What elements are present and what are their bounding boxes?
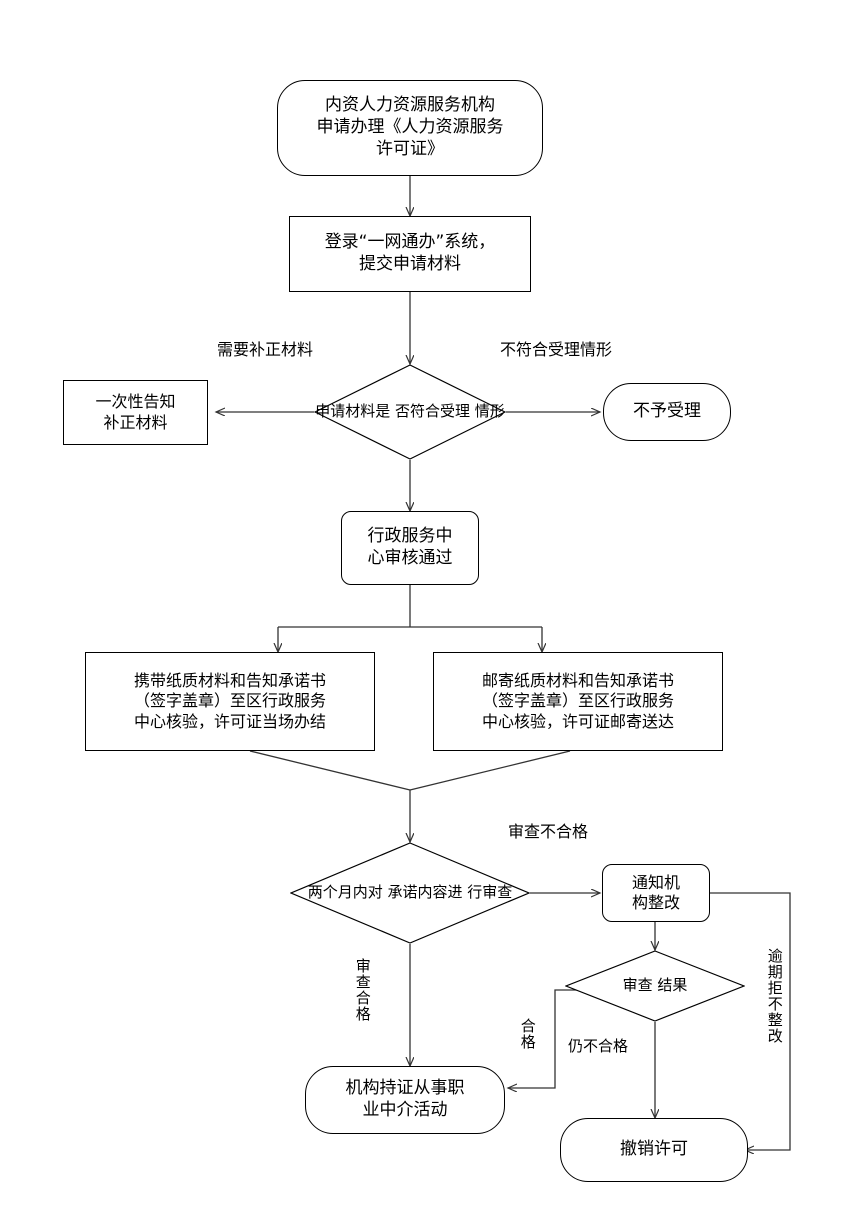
- node-decision-review-label: 两个月内对 承诺内容进 行审查: [307, 883, 513, 902]
- node-revoke-label: 撤销许可: [620, 1139, 688, 1160]
- node-decision-accept[interactable]: 申请材料是 否符合受理 情形: [314, 364, 506, 460]
- edge-result-qualified-to-licensed: [508, 989, 585, 1088]
- node-decision-result[interactable]: 审查 结果: [565, 950, 745, 1022]
- node-submit[interactable]: 登录“一网通办”系统， 提交申请材料: [289, 216, 531, 292]
- edge-label-not-conform: 不符合受理情形: [500, 340, 613, 359]
- diamond-shape-review: [290, 842, 530, 944]
- node-mail-paper-label: 邮寄纸质材料和告知承诺书 （签字盖章）至区行政服务 中心核验，许可证邮寄送达: [481, 670, 674, 731]
- node-carry-paper[interactable]: 携带纸质材料和告知承诺书 （签字盖章）至区行政服务 中心核验，许可证当场办结: [85, 652, 375, 751]
- node-decision-accept-label: 申请材料是 否符合受理 情形: [315, 402, 505, 421]
- diamond-shape-accept: [314, 364, 506, 460]
- edge-merge-right: [409, 750, 571, 791]
- node-decision-result-label: 审查 结果: [622, 976, 688, 995]
- node-center-pass[interactable]: 行政服务中 心审核通过: [341, 511, 479, 585]
- edge-overdue-to-revoke: [710, 892, 791, 1150]
- node-start[interactable]: 内资人力资源服务机构 申请办理《人力资源服务 许可证》: [277, 80, 543, 176]
- node-notify-supplement[interactable]: 一次性告知 补正材料: [63, 380, 208, 445]
- node-licensed-operation[interactable]: 机构持证从事职 业中介活动: [305, 1066, 505, 1134]
- node-mail-paper[interactable]: 邮寄纸质材料和告知承诺书 （签字盖章）至区行政服务 中心核验，许可证邮寄送达: [433, 652, 723, 751]
- node-submit-label: 登录“一网通办”系统， 提交申请材料: [324, 232, 496, 274]
- diamond-shape-result: [565, 950, 745, 1022]
- edge-label-qualified: 合格: [518, 1018, 537, 1050]
- node-start-label: 内资人力资源服务机构 申请办理《人力资源服务 许可证》: [316, 95, 504, 159]
- node-reject[interactable]: 不予受理: [603, 383, 731, 441]
- edge-label-review-pass: 审查合格: [353, 958, 372, 1022]
- node-reject-label: 不予受理: [633, 401, 701, 422]
- edge-label-still-unqualified: 仍不合格: [568, 1037, 629, 1055]
- node-notify-supplement-label: 一次性告知 补正材料: [95, 392, 176, 432]
- node-licensed-operation-label: 机构持证从事职 业中介活动: [345, 1078, 465, 1120]
- edge-label-overdue-refuse: 逾期拒不整改: [765, 948, 784, 1044]
- node-notify-rectify-label: 通知机 构整改: [631, 872, 680, 912]
- edge-merge-left: [249, 750, 411, 791]
- node-decision-review[interactable]: 两个月内对 承诺内容进 行审查: [290, 842, 530, 944]
- node-revoke[interactable]: 撤销许可: [560, 1118, 748, 1182]
- node-notify-rectify[interactable]: 通知机 构整改: [602, 864, 710, 922]
- edge-label-need-supplement: 需要补正材料: [217, 340, 314, 359]
- edge-label-review-fail: 审查不合格: [508, 822, 589, 841]
- node-carry-paper-label: 携带纸质材料和告知承诺书 （签字盖章）至区行政服务 中心核验，许可证当场办结: [133, 670, 326, 731]
- node-center-pass-label: 行政服务中 心审核通过: [367, 526, 453, 568]
